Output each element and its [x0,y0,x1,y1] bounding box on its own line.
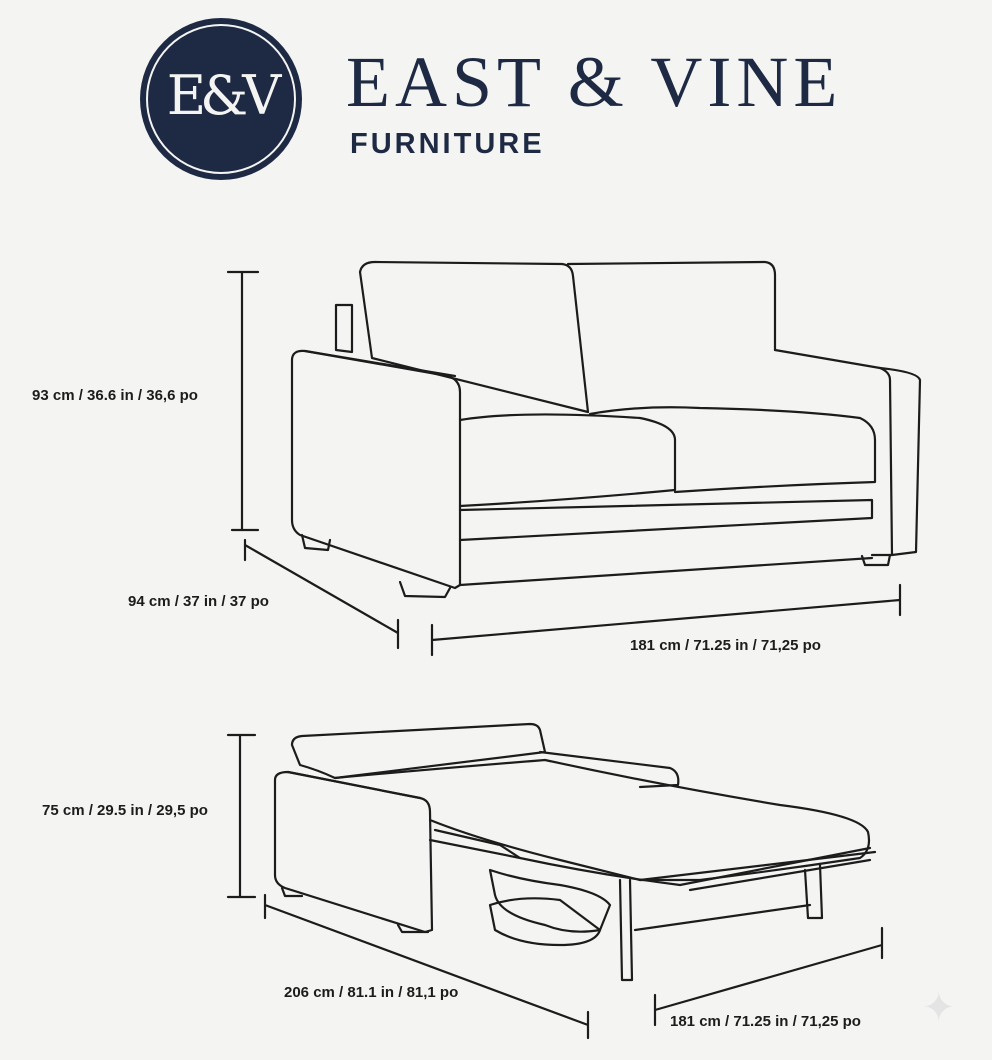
sofa-bed-depth-label: 206 cm / 81.1 in / 81,1 po [284,984,459,1001]
sofa-bed-height-label: 75 cm / 29.5 in / 29,5 po [42,802,208,819]
sparkle-icon: ✦ [922,986,956,1030]
sofa-bed-drawing [273,722,877,982]
sofa-bed-dimension-lines [226,733,884,1040]
logo-ring [146,24,296,174]
sofa-bed-width-label: 181 cm / 71.25 in / 71,25 po [670,1013,861,1030]
sofa-dimension-lines [226,270,902,657]
sofa-width-label: 181 cm / 71.25 in / 71,25 po [630,637,821,654]
logo-monogram: E&V [166,64,281,127]
brand-name: EAST & VINE [346,42,843,122]
sofa-height-label: 93 cm / 36.6 in / 36,6 po [32,387,198,404]
brand-subtitle: FURNITURE [350,128,545,160]
brand-logo: E&V [140,18,302,180]
sofa-drawing [290,260,922,599]
sofa-depth-label: 94 cm / 37 in / 37 po [128,593,269,610]
